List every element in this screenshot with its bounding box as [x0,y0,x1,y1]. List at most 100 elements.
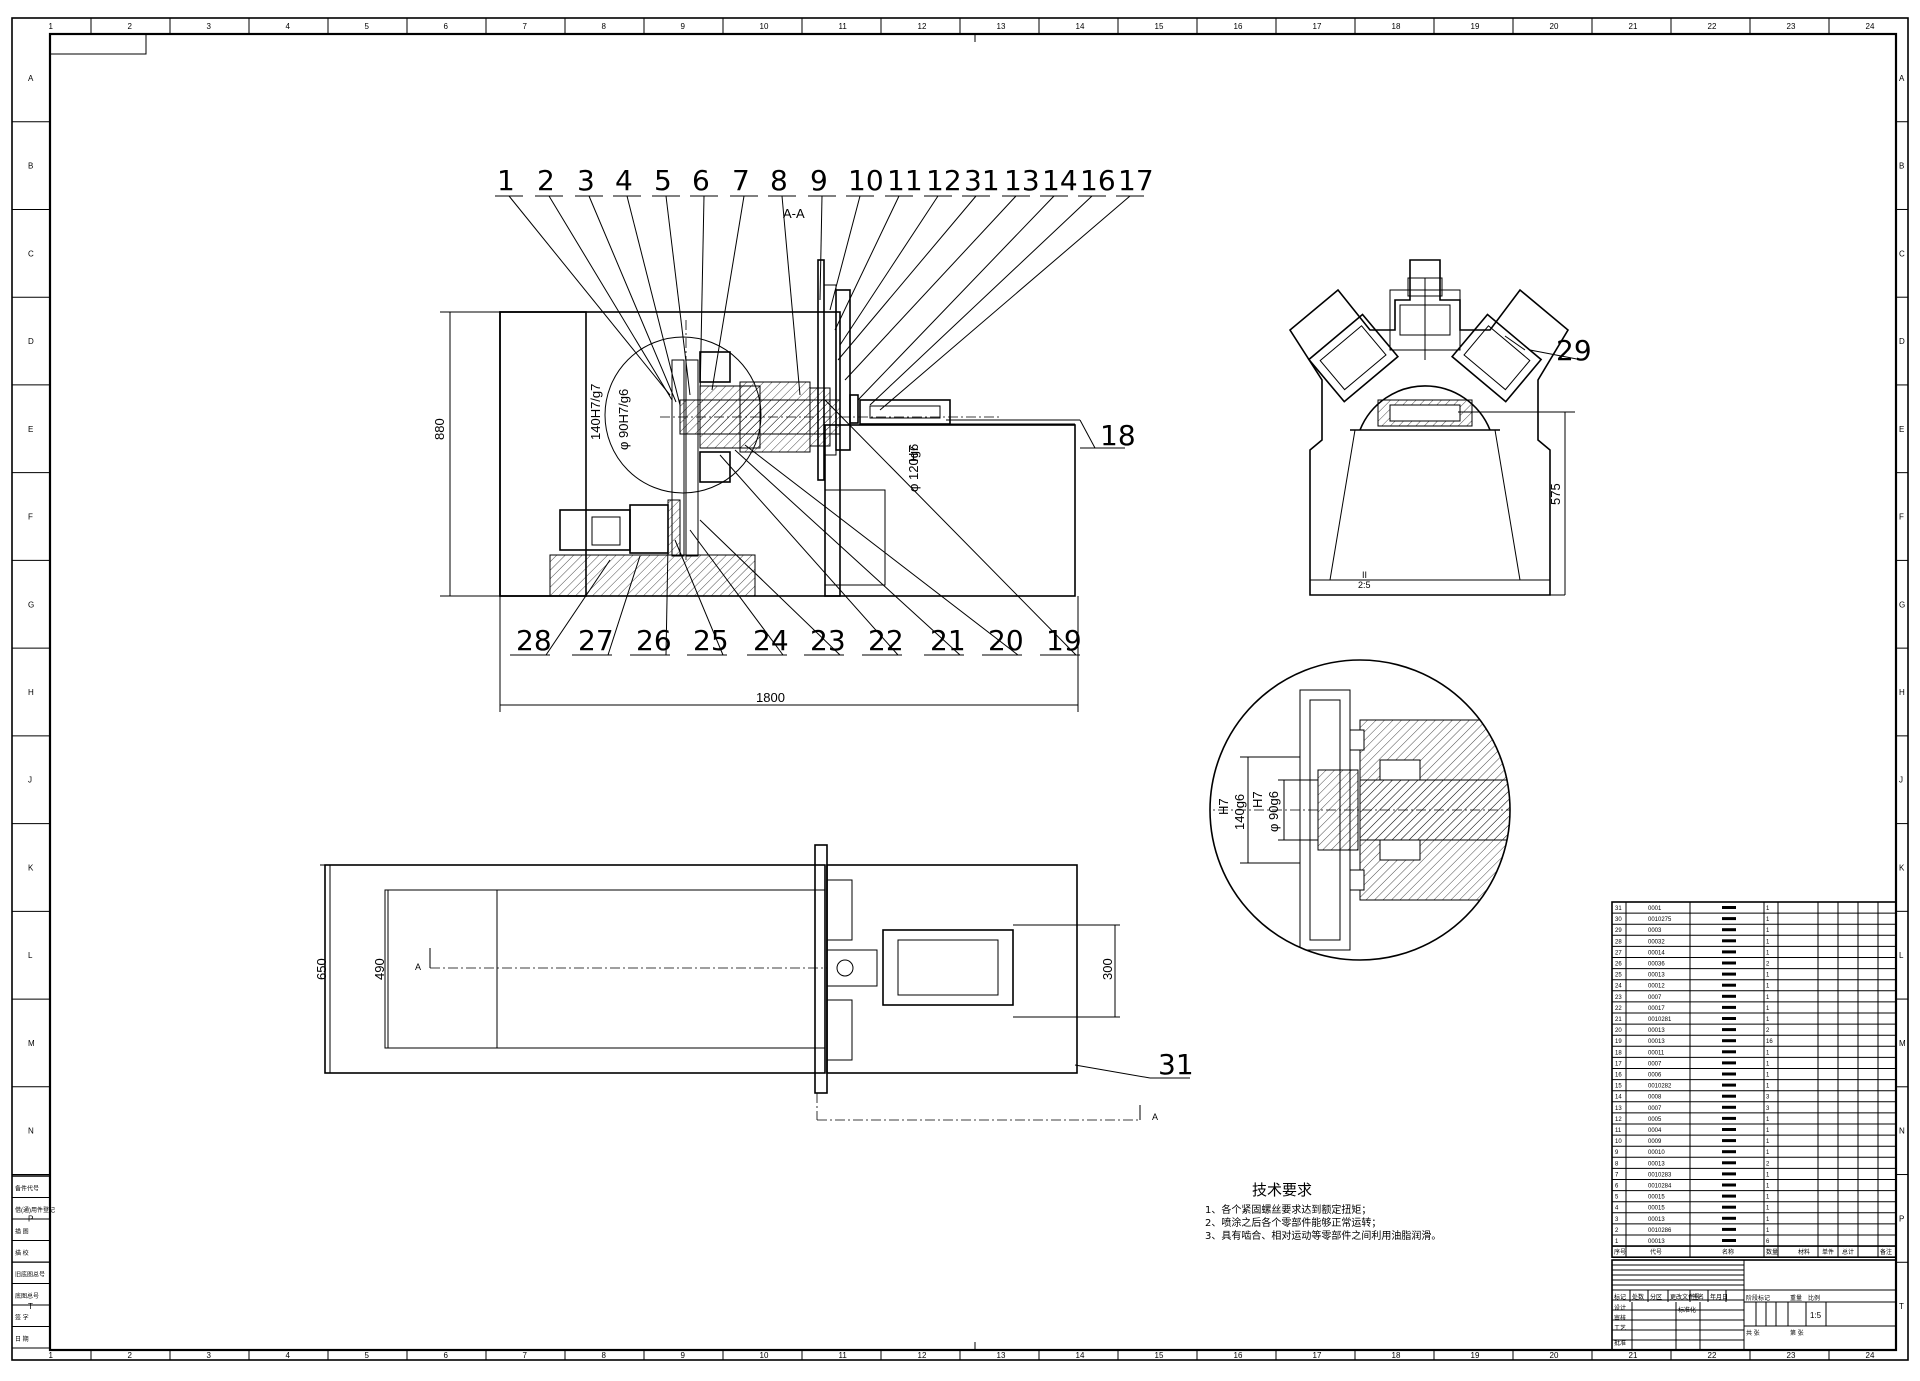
bom-row-qty: 1 [1766,1017,1770,1023]
bom-row-no: 22 [1615,1006,1622,1012]
bom-row-code: 0010283 [1648,1172,1672,1178]
row-label-M: M [1899,1039,1906,1048]
row-label-D: D [1899,337,1905,346]
bom-row-no: 17 [1615,1061,1622,1067]
bom-row-no: 9 [1615,1150,1619,1156]
bom-row-qty: 1 [1766,1217,1770,1223]
column-label-10: 10 [760,22,769,31]
dim-490: 490 [372,958,387,980]
balloon-23: 23 [810,624,846,657]
bom-row-no: 21 [1615,1017,1622,1023]
bom-row-code: 0010275 [1648,917,1672,923]
dim-575: 575 [1548,483,1563,505]
dim-650: 650 [314,958,329,980]
bom-row-name [1722,1039,1736,1043]
row-label-P: P [1899,1214,1904,1223]
bom-row-name [1722,1194,1736,1198]
bom-row-name [1722,917,1736,921]
bom-row-code: 00014 [1648,950,1665,956]
bom-row-no: 27 [1615,950,1622,956]
column-label-22: 22 [1708,22,1717,31]
column-label-24: 24 [1866,22,1875,31]
bom-row-qty: 1 [1766,1073,1770,1079]
balloon-7: 7 [732,164,750,197]
bom-row-qty: 1 [1766,1050,1770,1056]
bom-row-no: 31 [1615,906,1622,912]
bom-row-name [1722,1116,1736,1120]
bom-row-name [1722,1017,1736,1020]
column-label-10: 10 [760,1351,769,1360]
row-label-A: A [1899,74,1905,83]
row-label-N: N [28,1127,34,1136]
bom-row-name [1722,1050,1736,1054]
bom-row-no: 20 [1615,1028,1622,1034]
bom-header: 代号 [1650,1248,1662,1256]
detail-h7-b: H7 [1250,791,1265,808]
balloon-14: 14 [1042,164,1078,197]
bom-row-qty: 2 [1766,962,1770,968]
bom-row-code: 00013 [1648,1239,1665,1245]
bom-row-qty: 1 [1766,995,1770,1001]
bom-row-name [1722,961,1736,965]
row-label-E: E [1899,425,1904,434]
bom-row-name [1722,1028,1736,1032]
bom-row-no: 4 [1615,1206,1619,1212]
balloon-19: 19 [1046,624,1082,657]
row-label-G: G [28,600,34,609]
column-label-23: 23 [1787,22,1796,31]
bom-row-name [1722,994,1736,998]
bom-row-qty: 1 [1766,1228,1770,1234]
bom-row-code: 00012 [1648,984,1665,990]
balloon-12: 12 [926,164,962,197]
section-marker-bottom: A [1152,1112,1158,1122]
bom-row-code: 00013 [1648,1217,1665,1223]
column-label-21: 21 [1629,22,1638,31]
column-label-7: 7 [523,1351,528,1360]
column-label-3: 3 [207,1351,212,1360]
title-block-label: 更改文件号 [1670,1293,1700,1301]
row-label-T: T [1899,1302,1904,1311]
column-label-12: 12 [918,22,927,31]
bom-row-qty: 16 [1766,1039,1773,1045]
tech-req-title: 技术要求 [1252,1181,1312,1199]
bom-row-qty: 3 [1766,1106,1770,1112]
bom-row-no: 13 [1615,1106,1622,1112]
title-block: 标记处数分区更改文件号签名年月日设计审核工艺批准标准化阶段标记重量比例共 张第 … [1611,1259,1897,1351]
column-label-6: 6 [444,1351,449,1360]
fit-h7: H7 [906,445,921,462]
scale-value: 2:5 [1358,580,1371,590]
column-label-13: 13 [997,22,1006,31]
row-label-B: B [1899,162,1904,171]
bom-row-code: 00015 [1648,1206,1665,1212]
bom-header: 材料 [1798,1248,1810,1256]
bom-row-name [1722,1183,1736,1187]
bom-row-no: 8 [1615,1161,1619,1167]
bom-row-qty: 6 [1766,1239,1770,1245]
balloon-9: 9 [810,164,828,197]
balloon-3: 3 [577,164,595,197]
left-strip-label: 旧底图总号 [15,1271,45,1279]
bom-row-no: 5 [1615,1195,1619,1201]
tech-req-item-2: 2、喷涂之后各个零部件能够正常运转； [1205,1216,1381,1229]
row-label-H: H [1899,688,1905,697]
bom-row-no: 29 [1615,928,1622,934]
column-label-5: 5 [365,1351,370,1360]
row-label-F: F [1899,513,1904,522]
column-label-15: 15 [1155,1351,1164,1360]
detail-h7-a: H7 [1216,798,1231,815]
bom-row-code: 00015 [1648,1195,1665,1201]
bom-row-code: 00036 [1648,962,1665,968]
bom-row-qty: 1 [1766,906,1770,912]
bom-row-qty: 1 [1766,1184,1770,1190]
title-block-label: 分区 [1650,1293,1662,1301]
balloon-27: 27 [578,624,614,657]
side-view: 575 29 II 2:5 [1288,259,1592,596]
bom-row-no: 2 [1615,1228,1619,1234]
bom-row-code: 0005 [1648,1117,1662,1123]
bom-row-no: 11 [1615,1128,1622,1134]
bom-row-code: 00013 [1648,1039,1665,1045]
balloon-28: 28 [516,624,552,657]
row-label-E: E [28,425,33,434]
